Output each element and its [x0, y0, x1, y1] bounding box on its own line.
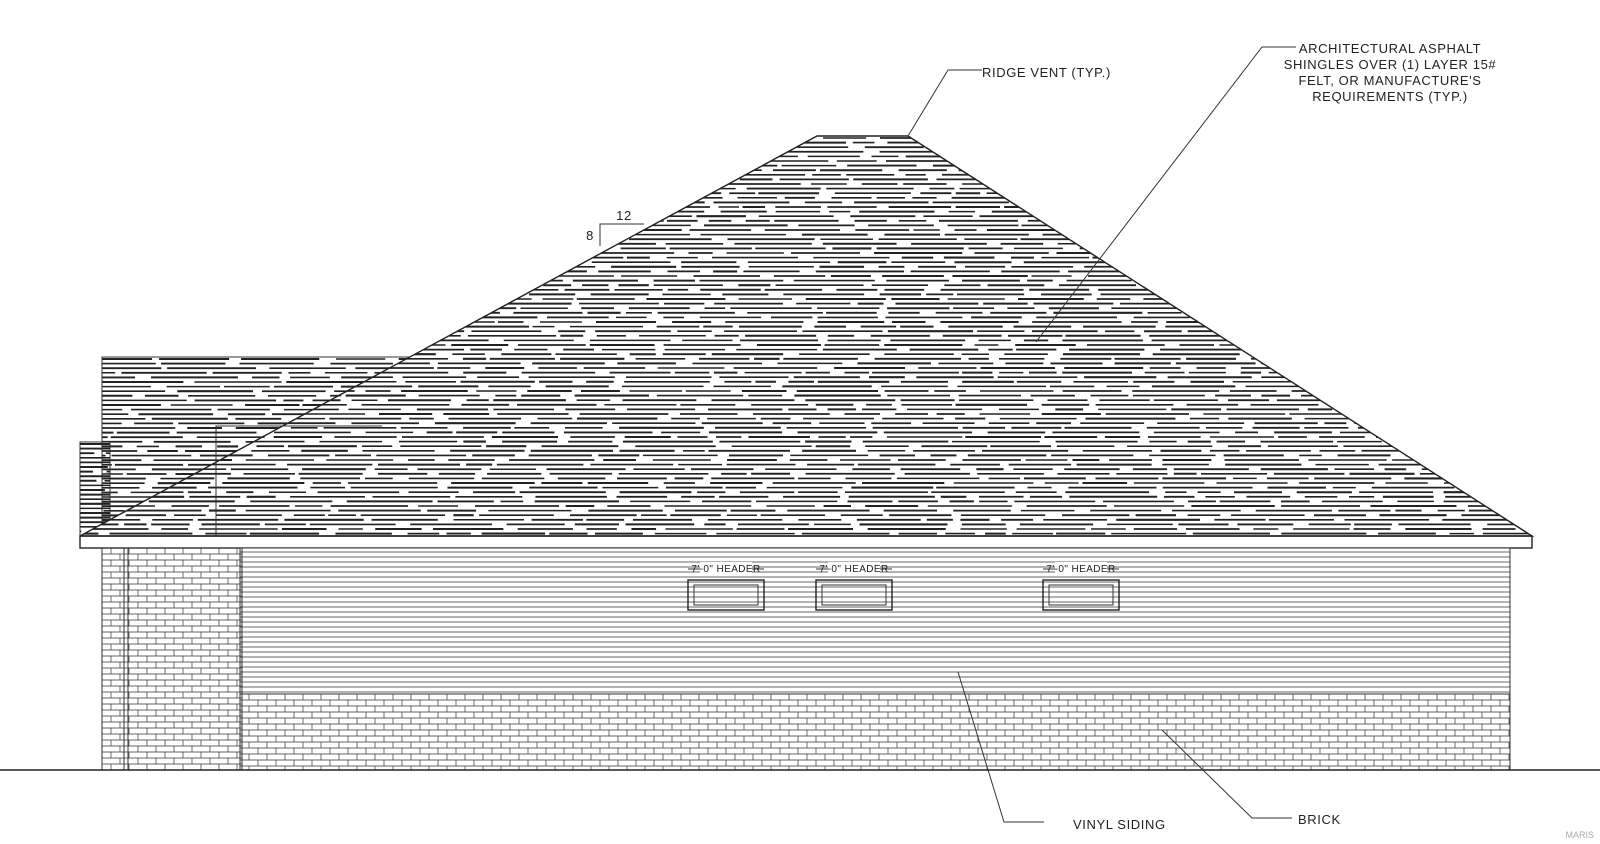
vinyl-siding-callout: VINYL SIDING: [957, 671, 1166, 832]
ridge-vent-label: RIDGE VENT (TYP.): [982, 65, 1111, 80]
inner-wall-line: [215, 425, 382, 536]
ridge-vent-callout: RIDGE VENT (TYP.): [907, 65, 1111, 137]
shingles-label-line2: SHINGLES OVER (1) LAYER 15#: [1284, 57, 1497, 72]
window-1: 7'-0" HEADER: [687, 562, 765, 611]
window-3-header-label: 7'-0" HEADER: [1046, 564, 1115, 575]
pitch-run: 12: [616, 208, 632, 223]
window-2-header-label: 7'-0" HEADER: [819, 564, 888, 575]
main-hip-roof: [79, 135, 1535, 537]
brick-label: BRICK: [1298, 812, 1341, 827]
watermark-text: MARIS: [1565, 830, 1594, 840]
shingles-callout: ARCHITECTURAL ASPHALT SHINGLES OVER (1) …: [1035, 41, 1497, 343]
brick-wainscot: [239, 693, 1511, 771]
vinyl-siding-label: VINYL SIDING: [1073, 817, 1166, 832]
window-1-header-label: 7'-0" HEADER: [691, 564, 760, 575]
shingles-label-line3: FELT, OR MANUFACTURE'S: [1298, 73, 1481, 88]
shingles-label-line1: ARCHITECTURAL ASPHALT: [1299, 41, 1481, 56]
window-2: 7'-0" HEADER: [815, 562, 893, 611]
window-3: 7'-0" HEADER: [1042, 562, 1120, 611]
left-eave: [79, 441, 111, 537]
pitch-rise: 8: [586, 228, 594, 243]
roof-pitch-symbol: 8 12: [586, 208, 644, 246]
roof-fascia: [79, 535, 1533, 549]
brick-callout: BRICK: [1161, 729, 1341, 827]
brick-column: [101, 547, 243, 771]
shingles-label-line4: REQUIREMENTS (TYP.): [1312, 89, 1468, 104]
